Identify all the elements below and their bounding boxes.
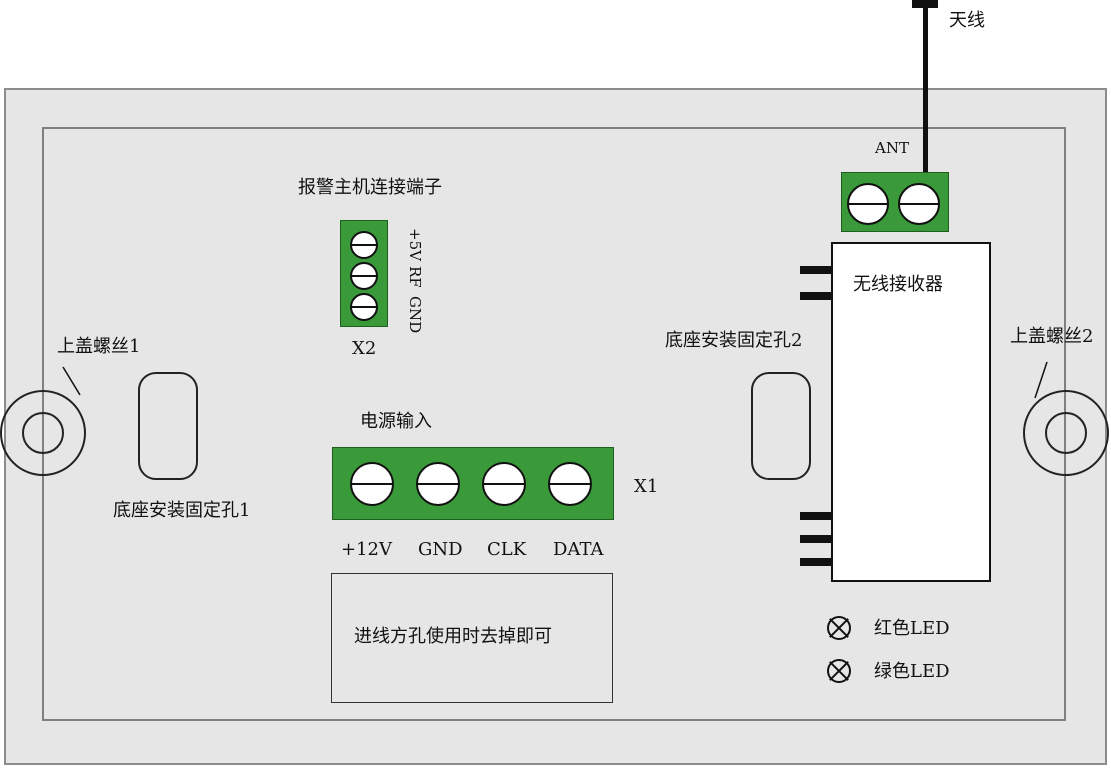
- x2-label: X2: [352, 338, 377, 359]
- x2-terminal-screw-3: [350, 293, 378, 321]
- receiver-pin: [800, 512, 831, 520]
- alarm-terminal-label: 报警主机连接端子: [298, 177, 442, 198]
- cable-entry-cutout: [331, 573, 613, 703]
- x2-pin-label-gnd: GND: [406, 296, 424, 334]
- receiver-pin: [800, 292, 831, 300]
- receiver-pin: [800, 266, 831, 274]
- receiver-label: 无线接收器: [853, 274, 943, 295]
- x1-label: X1: [634, 476, 659, 497]
- green-led-label: 绿色LED: [874, 661, 950, 682]
- cover-screw-1-center: [22, 412, 64, 454]
- mounting-hole-2: [751, 372, 811, 480]
- receiver-pin: [800, 535, 831, 543]
- mounting-hole-2-label: 底座安装固定孔2: [665, 330, 803, 351]
- ant-terminal-block: [841, 172, 949, 232]
- x2-pin-label-rf: RF: [406, 266, 424, 288]
- ant-label: ANT: [875, 139, 909, 157]
- x1-terminal-block: [332, 447, 614, 520]
- cover-screw-1-label: 上盖螺丝1: [57, 336, 141, 357]
- x2-terminal-screw-2: [350, 262, 378, 290]
- cover-screw-2: [1023, 390, 1109, 476]
- x1-terminal-screw-4: [548, 462, 592, 506]
- x2-pin-label-5v: +5V: [406, 228, 424, 261]
- red-led-label: 红色LED: [874, 618, 950, 639]
- ant-terminal-screw-1: [847, 183, 889, 225]
- red-led-indicator: [827, 616, 851, 640]
- mounting-hole-1: [138, 372, 198, 480]
- green-led-indicator: [827, 659, 851, 683]
- x1-pin-label-data: DATA: [553, 539, 604, 560]
- x1-pin-label-clk: CLK: [487, 539, 527, 560]
- x2-terminal-screw-1: [350, 231, 378, 259]
- cover-screw-2-label: 上盖螺丝2: [1010, 326, 1094, 347]
- wireless-receiver-module: [831, 242, 991, 582]
- x1-terminal-screw-3: [482, 462, 526, 506]
- ant-terminal-screw-2: [898, 183, 940, 225]
- x1-pin-label-gnd: GND: [418, 539, 463, 560]
- receiver-pin: [800, 558, 831, 566]
- antenna-label: 天线: [949, 10, 985, 31]
- x2-terminal-block: [340, 220, 388, 327]
- cutout-label: 进线方孔使用时去掉即可: [354, 626, 552, 647]
- power-input-label: 电源输入: [360, 411, 432, 432]
- antenna-wire: [923, 0, 928, 178]
- x1-terminal-screw-2: [416, 462, 460, 506]
- x1-pin-label-12v: +12V: [341, 539, 392, 560]
- cover-screw-1: [0, 390, 86, 476]
- mounting-hole-1-label: 底座安装固定孔1: [113, 500, 251, 521]
- cover-screw-2-center: [1045, 412, 1087, 454]
- x1-terminal-screw-1: [350, 462, 394, 506]
